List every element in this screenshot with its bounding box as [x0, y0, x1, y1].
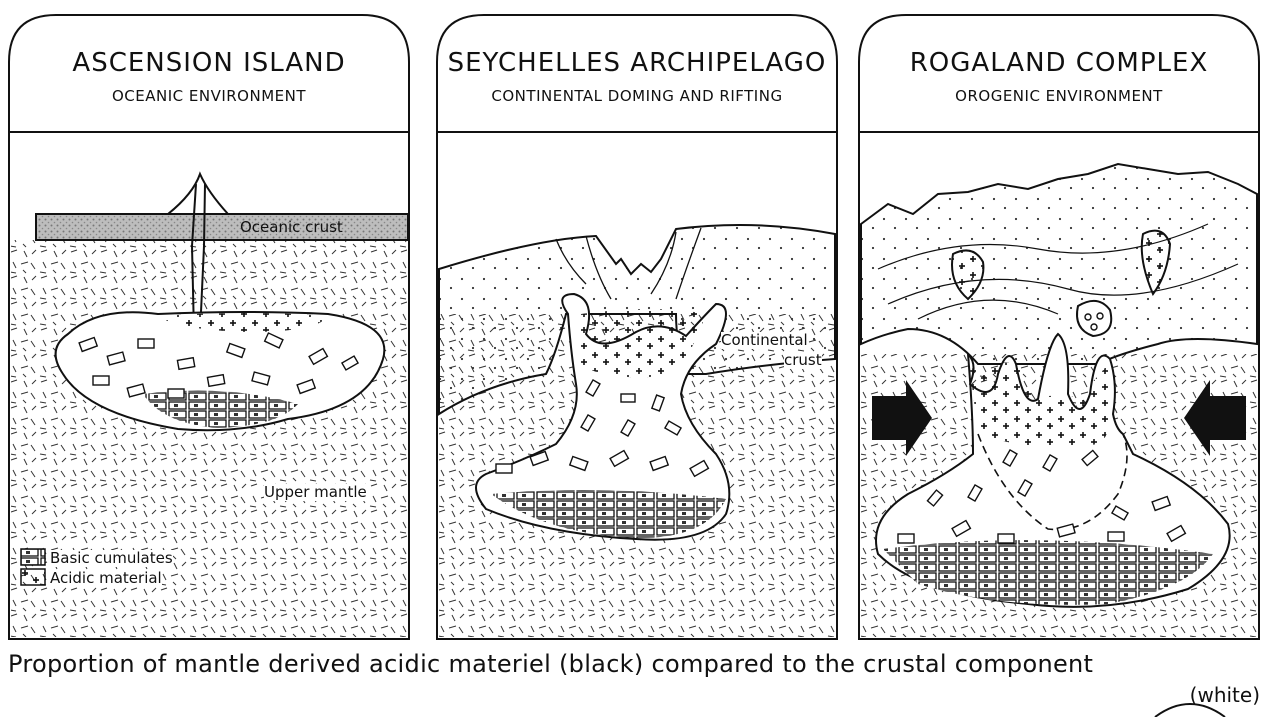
seychelles-diagram [436, 14, 838, 640]
panel-subtitle: CONTINENTAL DOMING AND RIFTING [436, 87, 838, 105]
continental-crust-label-line2: crust [784, 352, 822, 369]
continental-crust-label-line1: Continental [721, 332, 808, 349]
pie-outline-top [1150, 695, 1230, 717]
figure-caption: Proportion of mantle derived acidic mate… [8, 650, 1093, 678]
panel-title: SEYCHELLES ARCHIPELAGO [436, 48, 838, 78]
panel-rogaland-complex: ROGALAND COMPLEX OROGENIC ENVIRONMENT [858, 14, 1260, 640]
panel-title: ASCENSION ISLAND [8, 48, 410, 78]
panel-subtitle: OCEANIC ENVIRONMENT [8, 87, 410, 105]
ascension-diagram [8, 14, 410, 640]
oceanic-crust-label: Oceanic crust [240, 219, 343, 236]
acidic-material-swatch [20, 568, 46, 586]
panel-title: ROGALAND COMPLEX [858, 48, 1260, 78]
rogaland-diagram [858, 14, 1260, 640]
panel-ascension-island: ASCENSION ISLAND OCEANIC ENVIRONMENT Oce… [8, 14, 410, 640]
panel-subtitle: OROGENIC ENVIRONMENT [858, 87, 1260, 105]
legend-basic-cumulates: Basic cumulates [50, 550, 173, 567]
legend-acidic-material: Acidic material [50, 570, 162, 587]
upper-mantle-label: Upper mantle [264, 484, 367, 501]
basic-cumulates-swatch [20, 548, 46, 566]
panel-seychelles-archipelago: SEYCHELLES ARCHIPELAGO CONTINENTAL DOMIN… [436, 14, 838, 640]
